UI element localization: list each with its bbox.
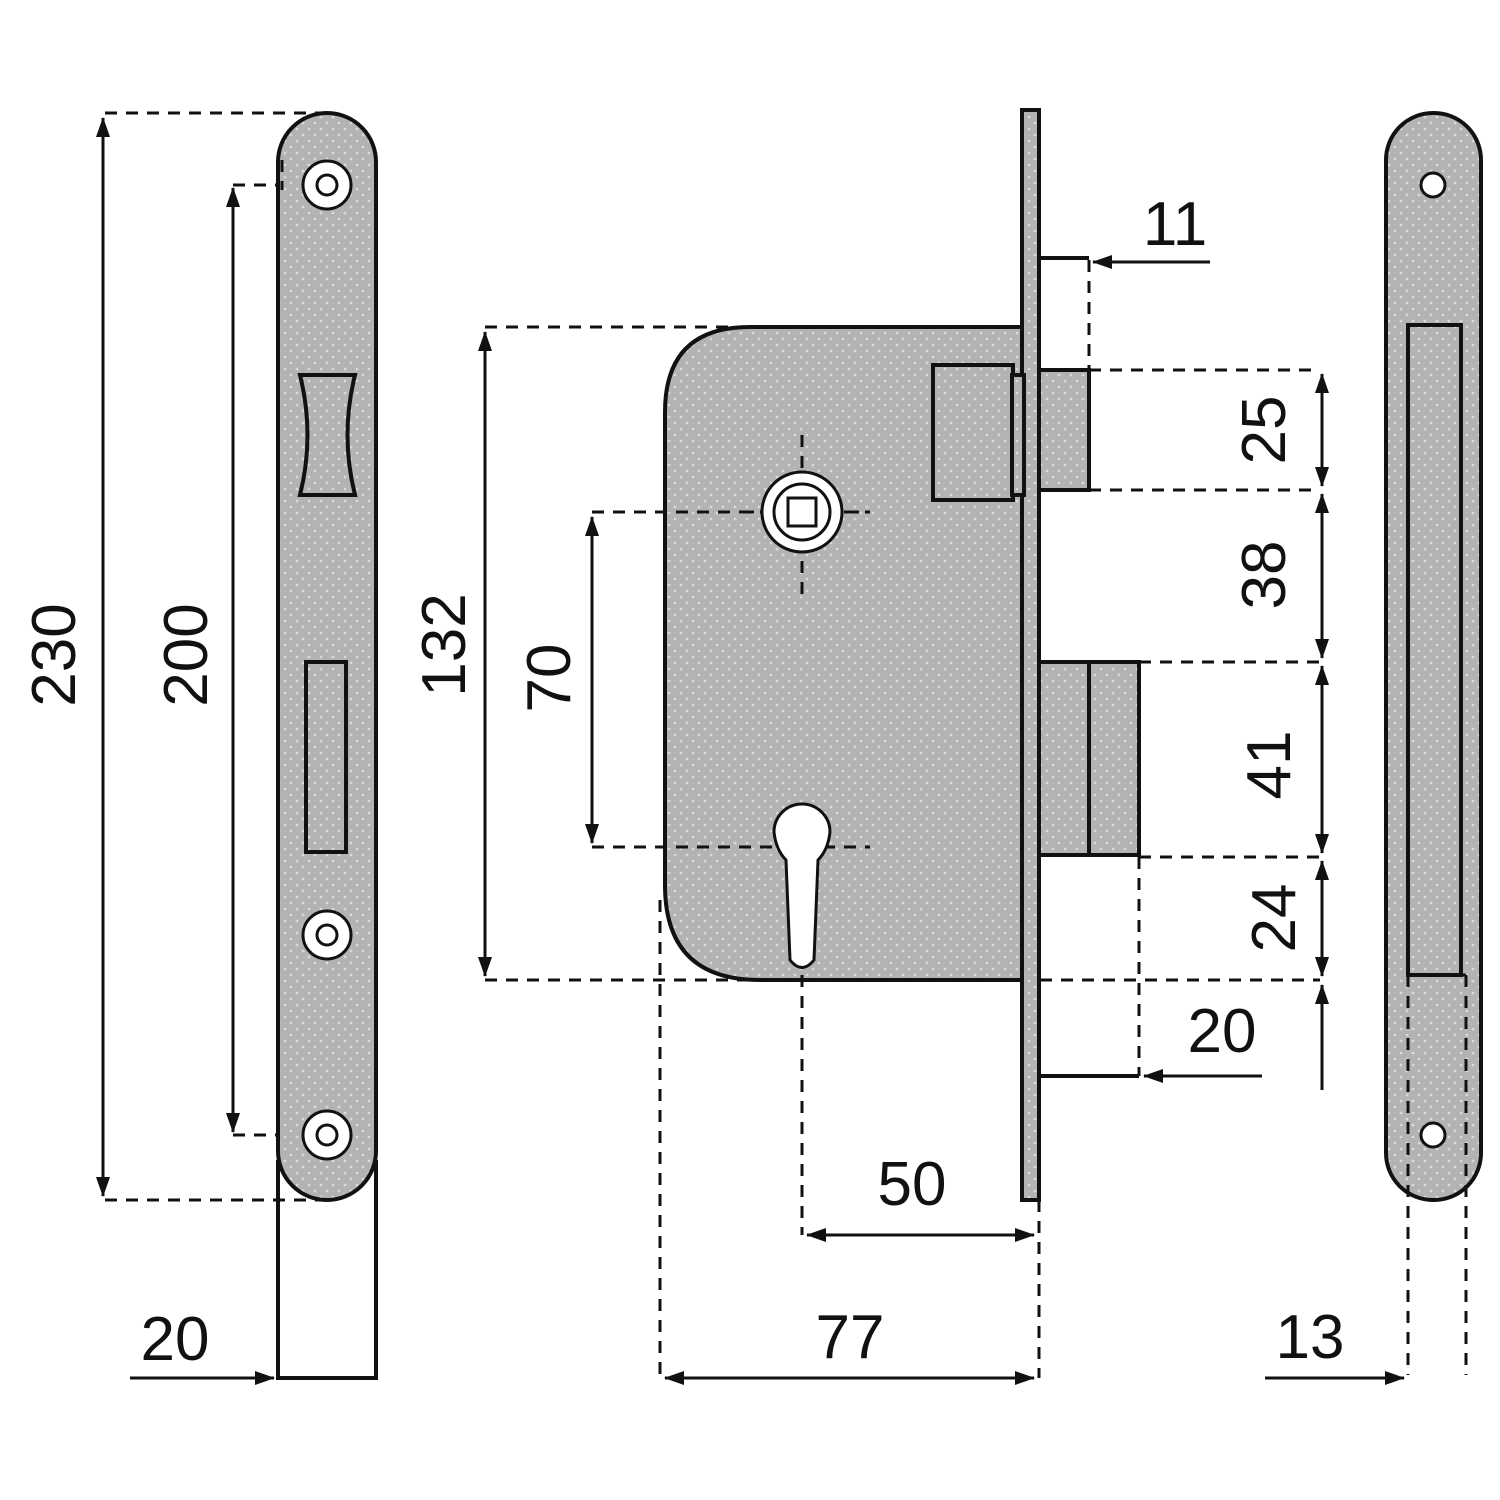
- screw-icon: [301, 1109, 353, 1161]
- faceplate-edge: [1020, 108, 1041, 1202]
- deadbolt-opening: [304, 660, 348, 854]
- screw-icon: [301, 159, 353, 211]
- dim-deadbolt-height: 25: [1230, 396, 1299, 465]
- dim-case-depth: 77: [816, 1303, 885, 1372]
- faceplate-front: [276, 111, 378, 1202]
- dim-faceplate-thickness: 13: [1276, 1303, 1345, 1372]
- dim-backset: 50: [878, 1150, 947, 1219]
- strike-plate-view: [1265, 111, 1483, 1385]
- dim-faceplate-width: 20: [141, 1305, 210, 1374]
- deadbolt-body: [931, 363, 1015, 502]
- dim-faceplate-length: 230: [20, 603, 89, 706]
- lock-case-side-view: [478, 108, 1329, 1385]
- strike-opening: [1406, 323, 1463, 977]
- screw-icon: [301, 909, 353, 961]
- dim-screw-spacing: 200: [152, 603, 221, 706]
- dim-handle-to-cylinder: 70: [515, 644, 584, 713]
- follower-hub-icon: [742, 435, 870, 602]
- deadbolt-projection: [1037, 368, 1091, 492]
- dim-gap-bolts: 38: [1230, 541, 1299, 610]
- latch-opening: [297, 373, 358, 497]
- euro-cylinder-keyhole-icon: [772, 802, 832, 969]
- dim-latch-to-bottom: 24: [1240, 884, 1309, 953]
- faceplate-front-view: [96, 111, 378, 1385]
- dim-latch-projection: 20: [1188, 997, 1257, 1066]
- dim-latch-height: 41: [1235, 731, 1304, 800]
- dim-bolt-projection: 11: [1143, 190, 1207, 259]
- dim-case-height: 132: [410, 593, 479, 696]
